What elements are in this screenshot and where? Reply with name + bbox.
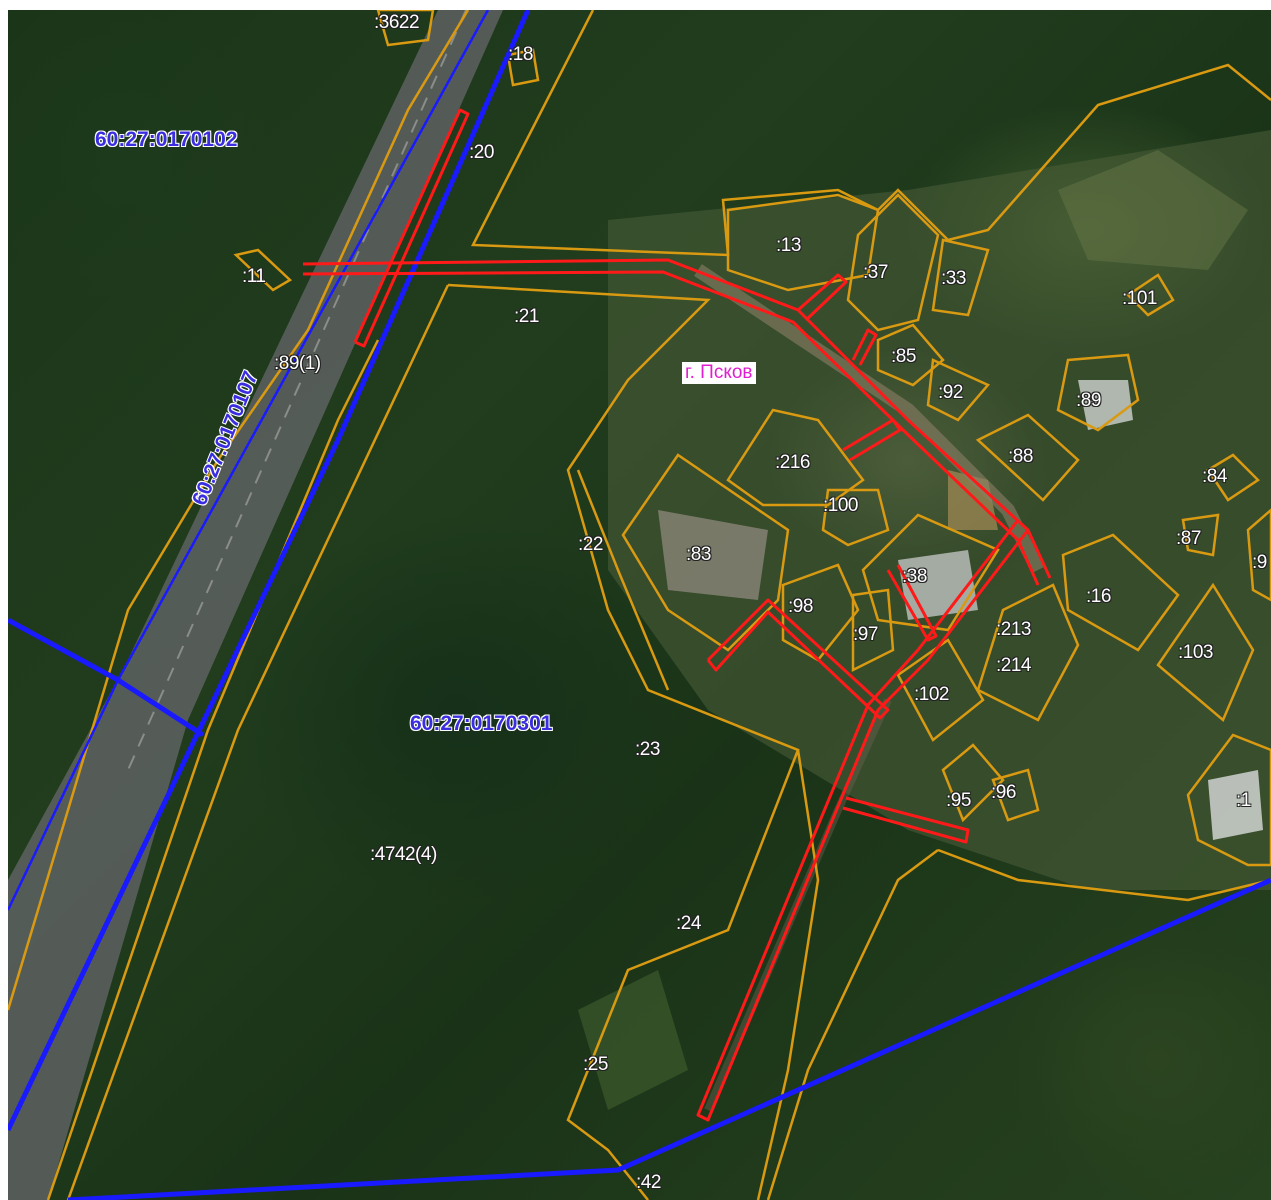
planned-route	[706, 598, 890, 720]
city-label: г. Псков	[682, 362, 756, 384]
parcel-label[interactable]: :85	[891, 346, 916, 367]
parcel-border	[576, 469, 670, 691]
parcel-border	[846, 193, 940, 332]
parcel-border	[937, 848, 1271, 902]
parcel-border	[1181, 513, 1220, 557]
parcel-label[interactable]: :37	[863, 262, 888, 283]
parcel-label[interactable]: :88	[1008, 446, 1033, 467]
parcel-label[interactable]: :102	[914, 684, 949, 705]
planned-route	[353, 108, 470, 348]
parcel-border	[621, 453, 790, 652]
parcel-label[interactable]: :89(1)	[274, 353, 321, 374]
parcel-border	[447, 283, 800, 1200]
parcel-border	[931, 238, 990, 317]
parcel-border	[1126, 273, 1175, 317]
parcel-border	[1156, 582, 1255, 723]
parcel-label[interactable]: :22	[578, 534, 603, 555]
parcel-label[interactable]: :16	[1086, 586, 1111, 607]
quarter-label-0170301: 60:27:0170301	[410, 712, 553, 735]
parcel-label[interactable]: :24	[676, 913, 701, 934]
parcel-label[interactable]: :89	[1076, 390, 1101, 411]
quarter-boundary	[67, 877, 1271, 1200]
parcel-border	[726, 193, 880, 292]
quarter-boundary	[8, 10, 490, 911]
parcel-label[interactable]: :23	[635, 739, 660, 760]
parcel-border	[821, 488, 890, 547]
parcel-label[interactable]: :3622	[374, 12, 420, 33]
parcel-label[interactable]: :33	[941, 268, 966, 289]
parcel-border	[1056, 353, 1140, 432]
parcel-border	[766, 849, 939, 1200]
planned-route	[797, 273, 848, 322]
map-overlay	[8, 10, 1271, 1200]
parcel-border	[1206, 453, 1260, 502]
parcel-label[interactable]: :20	[469, 142, 494, 163]
parcel-label[interactable]: :42	[636, 1172, 661, 1193]
planned-route	[302, 270, 1040, 586]
parcel-label[interactable]: :13	[776, 235, 801, 256]
quarter-label-0170102: 60:27:0170102	[95, 128, 238, 151]
parcel-label[interactable]: :87	[1176, 528, 1201, 549]
planned-route	[842, 418, 902, 462]
planned-route	[696, 519, 1030, 1122]
parcel-label[interactable]: :98	[788, 596, 813, 617]
parcel-border	[991, 768, 1040, 822]
parcel-border	[726, 408, 865, 507]
parcel-label[interactable]: :38	[902, 566, 927, 587]
parcel-label[interactable]: :18	[508, 44, 533, 65]
parcel-label[interactable]: :1	[1236, 790, 1251, 811]
parcel-label[interactable]: :214	[996, 655, 1031, 676]
parcel-label[interactable]: :97	[853, 624, 878, 645]
parcel-border	[233, 248, 293, 292]
parcel-border	[976, 583, 1080, 722]
parcel-label[interactable]: :25	[583, 1054, 608, 1075]
parcel-border	[781, 563, 860, 662]
parcel-label[interactable]: :11	[242, 266, 266, 287]
parcel-label[interactable]: :213	[996, 619, 1031, 640]
parcel-border	[506, 48, 540, 87]
parcel-label[interactable]: :4742(4)	[370, 844, 437, 865]
parcel-border	[861, 513, 1000, 632]
planned-route	[886, 564, 938, 642]
parcel-label[interactable]: :103	[1178, 642, 1213, 663]
parcel-label[interactable]: :83	[686, 544, 711, 565]
planned-route	[842, 796, 970, 844]
planned-route	[302, 258, 1052, 579]
parcel-label[interactable]: :92	[938, 382, 963, 403]
parcel-label[interactable]: :84	[1202, 466, 1227, 487]
parcel-border	[851, 588, 895, 673]
parcel-border	[876, 323, 945, 387]
quarter-boundary	[8, 10, 531, 1132]
parcel-border	[926, 358, 991, 422]
parcel-border	[376, 10, 435, 47]
parcel-border	[66, 284, 450, 1200]
parcel-label[interactable]: :216	[775, 452, 810, 473]
parcel-label[interactable]: :100	[823, 495, 858, 516]
parcel-label[interactable]: :95	[946, 790, 971, 811]
parcel-border	[1246, 508, 1271, 602]
parcel-label[interactable]: :101	[1122, 288, 1157, 309]
parcel-label[interactable]: :9	[1252, 552, 1267, 573]
planned-route	[851, 328, 878, 366]
parcel-border	[756, 749, 820, 1200]
parcel-border	[896, 638, 985, 742]
satellite-map[interactable]: 60:27:0170102 60:27:0170107 60:27:017030…	[8, 10, 1271, 1200]
parcel-border	[470, 10, 1271, 257]
parcel-border	[1186, 733, 1271, 867]
parcel-label[interactable]: :21	[514, 306, 539, 327]
parcel-border	[1061, 533, 1180, 652]
parcel-label[interactable]: :96	[991, 782, 1016, 803]
parcel-border	[975, 413, 1080, 502]
parcel-border	[941, 743, 1005, 823]
highway	[8, 10, 503, 1200]
